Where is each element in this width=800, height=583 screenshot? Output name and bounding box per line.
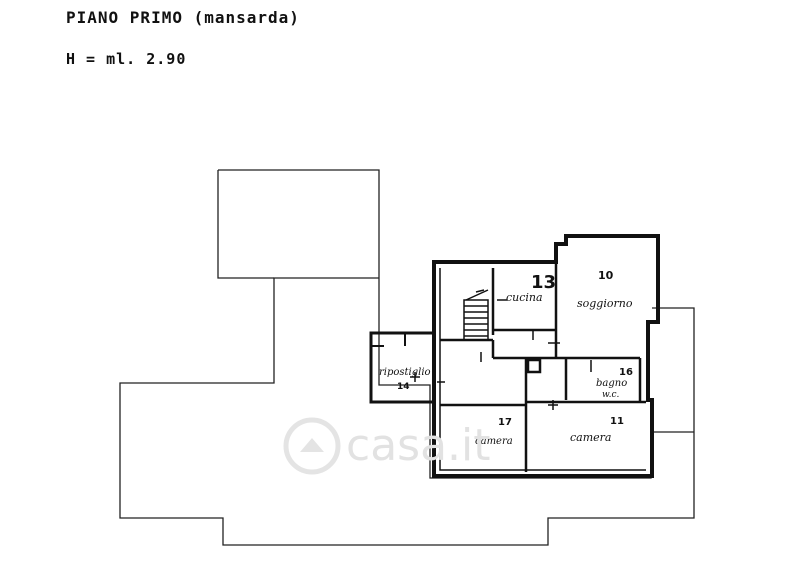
bagno-sub-label: w.c. bbox=[602, 390, 620, 400]
ripostiglio-number: 14 bbox=[397, 382, 410, 392]
apartment-walls bbox=[432, 234, 660, 478]
ripostiglio-label: ripostiglio bbox=[379, 367, 431, 378]
soggiorno-number: 10 bbox=[598, 269, 614, 282]
watermark-text: casa.it bbox=[346, 420, 491, 471]
plan-title: PIANO PRIMO (mansarda) bbox=[66, 8, 300, 27]
cucina-number: 13 bbox=[531, 272, 556, 293]
bagno-number: 16 bbox=[619, 367, 633, 378]
camera-left-label: camera bbox=[475, 436, 513, 447]
staircase bbox=[463, 289, 489, 341]
bagno-label: bagno bbox=[596, 378, 627, 389]
cucina-label: cucina bbox=[506, 291, 543, 304]
camera-left-number: 17 bbox=[498, 417, 512, 428]
door-marks bbox=[410, 299, 592, 410]
watermark-logo bbox=[283, 417, 341, 475]
ceiling-height-label: H = ml. 2.90 bbox=[66, 50, 187, 68]
camera-right-number: 11 bbox=[610, 416, 624, 427]
soggiorno-label: soggiorno bbox=[577, 297, 633, 310]
camera-right-label: camera bbox=[570, 431, 611, 444]
